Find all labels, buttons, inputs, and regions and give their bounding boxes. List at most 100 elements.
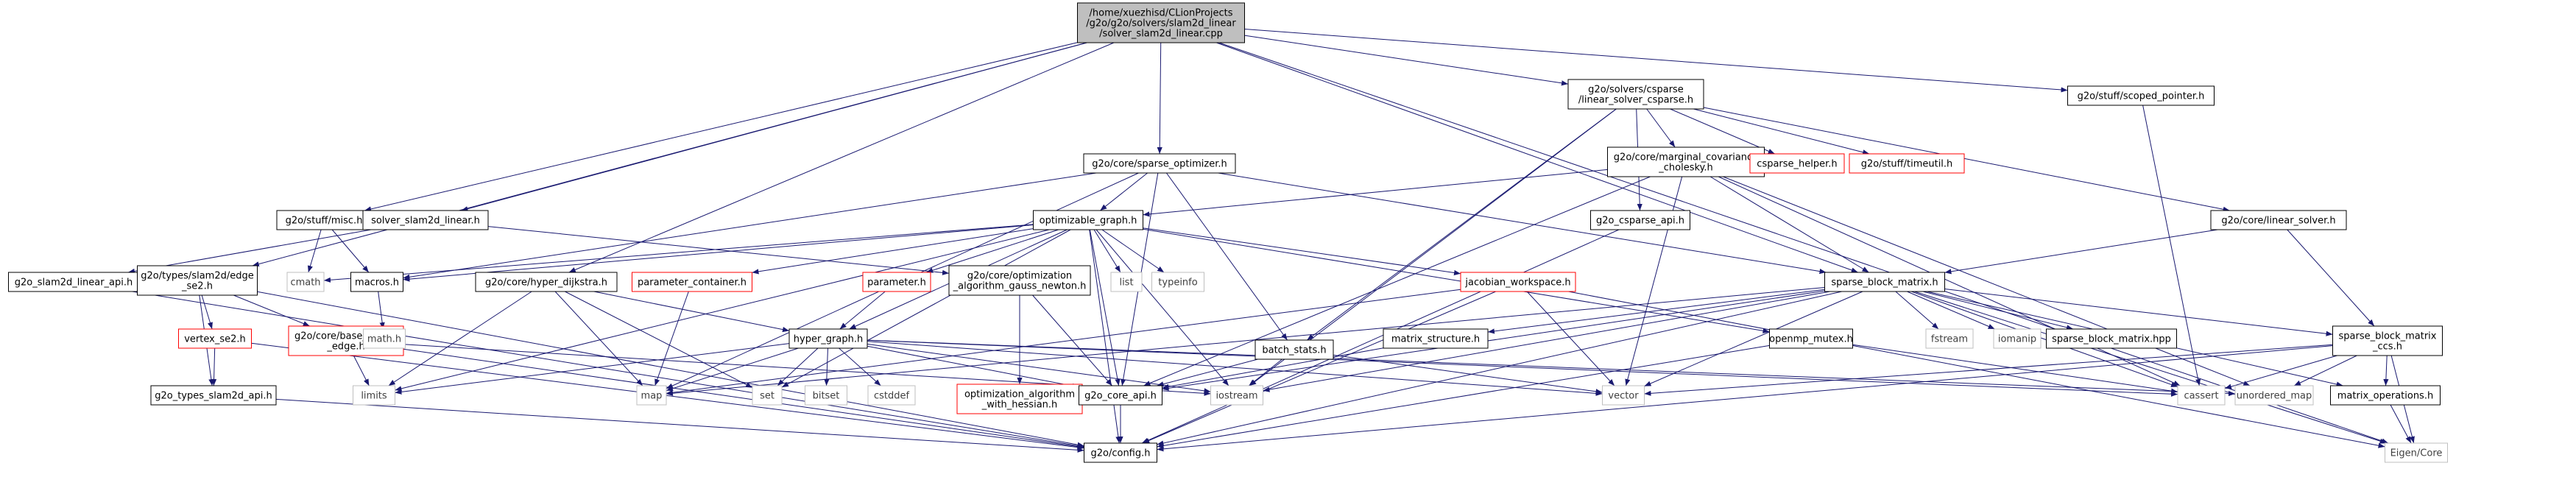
node-slam2d-api[interactable]: g2o_types_slam2d_api.h xyxy=(150,385,277,406)
edge-opt-graph-to-jacobian xyxy=(1143,227,1461,276)
node-label: vector xyxy=(1608,391,1639,402)
node-box xyxy=(1151,272,1204,292)
node-vertex-se2[interactable]: vertex_se2.h xyxy=(178,328,252,349)
node-label: g2o_types_slam2d_api.h xyxy=(155,391,272,402)
node-csparse-api[interactable]: g2o_csparse_api.h xyxy=(1590,210,1690,230)
node-label: /home/xuezhisd/CLionProjects xyxy=(1090,8,1233,19)
node-list: list xyxy=(1110,272,1143,292)
node-macros[interactable]: macros.h xyxy=(350,272,403,292)
edge-sparse-opt-to-macros xyxy=(403,172,1097,280)
node-label: g2o_slam2d_linear_api.h xyxy=(15,278,133,289)
node-label: g2o/core/hyper_dijkstra.h xyxy=(485,278,607,289)
node-matrix-struct[interactable]: matrix_structure.h xyxy=(1383,328,1489,349)
node-csparse-lin[interactable]: g2o/solvers/csparse/linear_solver_cspars… xyxy=(1567,79,1704,110)
node-label: matrix_structure.h xyxy=(1391,334,1480,345)
node-box xyxy=(1749,153,1845,174)
node-batch-stats[interactable]: batch_stats.h xyxy=(1255,339,1334,360)
node-root[interactable]: /home/xuezhisd/CLionProjects/g2o/g2o/sol… xyxy=(1077,2,1245,43)
node-box xyxy=(2177,385,2226,406)
node-misc[interactable]: g2o/stuff/misc.h xyxy=(276,210,372,230)
node-timeutil[interactable]: g2o/stuff/timeutil.h xyxy=(1849,153,1965,174)
edge-batch-stats-to-iostream xyxy=(1249,358,1282,386)
node-box xyxy=(862,272,931,292)
node-hyper-graph[interactable]: hyper_graph.h xyxy=(788,328,868,349)
node-sbm-hpp[interactable]: sparse_block_matrix.hpp xyxy=(2046,328,2177,349)
node-box xyxy=(475,272,618,292)
edge-root-to-scoped-ptr xyxy=(1244,28,2068,93)
node-param-container[interactable]: parameter_container.h xyxy=(632,272,752,292)
node-box xyxy=(1925,328,1974,349)
edge-root-to-misc xyxy=(364,42,1078,212)
edge-hyper-dijkstra-to-limits xyxy=(388,291,532,386)
edge-sbm-to-iomanip xyxy=(1907,291,1995,330)
node-label: /g2o/g2o/solvers/slam2d_linear xyxy=(1086,18,1236,29)
node-label: g2o_csparse_api.h xyxy=(1596,216,1684,227)
node-label: g2o_core_api.h xyxy=(1084,391,1157,402)
node-box xyxy=(1769,328,1853,349)
node-solver-linear[interactable]: solver_slam2d_linear.h xyxy=(362,210,489,230)
node-scoped-ptr[interactable]: g2o/stuff/scoped_pointer.h xyxy=(2067,85,2215,106)
node-cstddef: cstddef xyxy=(867,385,916,406)
edge-solver-linear-to-slam2d-linear-api xyxy=(127,229,372,274)
node-opt-gn[interactable]: g2o/core/optimization_algorithm_gauss_ne… xyxy=(948,265,1091,296)
node-box xyxy=(178,328,252,349)
node-box xyxy=(137,265,258,296)
node-label: g2o/solvers/csparse xyxy=(1588,85,1684,96)
node-config[interactable]: g2o/config.h xyxy=(1084,442,1157,463)
node-opt-graph[interactable]: optimizable_graph.h xyxy=(1033,210,1143,230)
edge-batch-stats-to-vector xyxy=(1333,354,1603,395)
node-jacobian[interactable]: jacobian_workspace.h xyxy=(1460,272,1576,292)
node-parameter[interactable]: parameter.h xyxy=(862,272,931,292)
edge-sbm-to-sbm-ccs xyxy=(1944,289,2333,336)
node-label: math.h xyxy=(367,334,401,345)
edge-root-to-csparse-lin xyxy=(1244,35,1569,86)
edge-opt-graph-to-limits xyxy=(395,229,1050,392)
edge-sparse-opt-to-batch-stats xyxy=(1165,172,1288,341)
edge-jacobian-to-eigen-core xyxy=(1568,291,2385,448)
edge-base-binary-to-config xyxy=(403,348,1084,450)
edge-opt-graph-to-openmp xyxy=(1143,228,1770,333)
edge-hyper-graph-to-map xyxy=(666,347,799,392)
edge-jacobian-to-map xyxy=(666,289,1461,395)
edge-root-to-eigen-core xyxy=(1218,42,2389,444)
node-box xyxy=(805,385,847,406)
node-label: g2o/core/marginal_covariance xyxy=(1614,152,1758,163)
node-box xyxy=(2330,385,2441,406)
node-label: optimizable_graph.h xyxy=(1040,216,1137,227)
node-box xyxy=(1602,385,1645,406)
edge-opt-graph-to-param-container xyxy=(752,228,1034,275)
node-box xyxy=(1567,79,1704,110)
node-linear-solver[interactable]: g2o/core/linear_solver.h xyxy=(2210,210,2347,230)
node-matrix-ops[interactable]: matrix_operations.h xyxy=(2330,385,2441,406)
node-opt-hessian[interactable]: optimization_algorithm_with_hessian.h xyxy=(956,384,1083,414)
node-label: typeinfo xyxy=(1158,278,1197,289)
node-core-api[interactable]: g2o_core_api.h xyxy=(1079,385,1162,406)
node-base-binary[interactable]: g2o/core/base_binary_edge.h xyxy=(288,325,404,356)
node-box xyxy=(752,385,783,406)
node-box xyxy=(1210,385,1263,406)
node-label: map xyxy=(641,391,663,402)
node-hyper-dijkstra[interactable]: g2o/core/hyper_dijkstra.h xyxy=(475,272,618,292)
node-sbm-ccs[interactable]: sparse_block_matrix_ccs.h xyxy=(2332,325,2443,356)
node-label: iomanip xyxy=(1998,334,2036,345)
node-csparse-helper[interactable]: csparse_helper.h xyxy=(1749,153,1845,174)
edge-scoped-ptr-to-cassert xyxy=(2142,105,2201,386)
node-sparse-opt[interactable]: g2o/core/sparse_optimizer.h xyxy=(1083,153,1236,174)
node-label: _se2.h xyxy=(181,281,213,292)
node-sbm[interactable]: sparse_block_matrix.h xyxy=(1824,272,1945,292)
node-label: bitset xyxy=(813,391,840,402)
node-limits: limits xyxy=(353,385,395,406)
node-label: g2o/core/sparse_optimizer.h xyxy=(1092,159,1227,170)
node-edge-se2[interactable]: g2o/types/slam2d/edge_se2.h xyxy=(137,265,258,296)
edge-linear-solver-to-sbm xyxy=(1944,229,2218,275)
node-math: math.h xyxy=(363,328,406,349)
node-openmp[interactable]: openmp_mutex.h xyxy=(1769,328,1853,349)
node-box xyxy=(1077,2,1245,43)
node-box xyxy=(636,385,667,406)
edge-sbm-to-config xyxy=(1157,291,1842,446)
edge-hyper-graph-to-vector xyxy=(867,341,1603,396)
node-marg-cov[interactable]: g2o/core/marginal_covariance_cholesky.h xyxy=(1607,146,1765,177)
edge-root-to-edge-se2 xyxy=(252,42,1087,267)
node-slam2d-linear-api[interactable]: g2o_slam2d_linear_api.h xyxy=(8,272,139,292)
